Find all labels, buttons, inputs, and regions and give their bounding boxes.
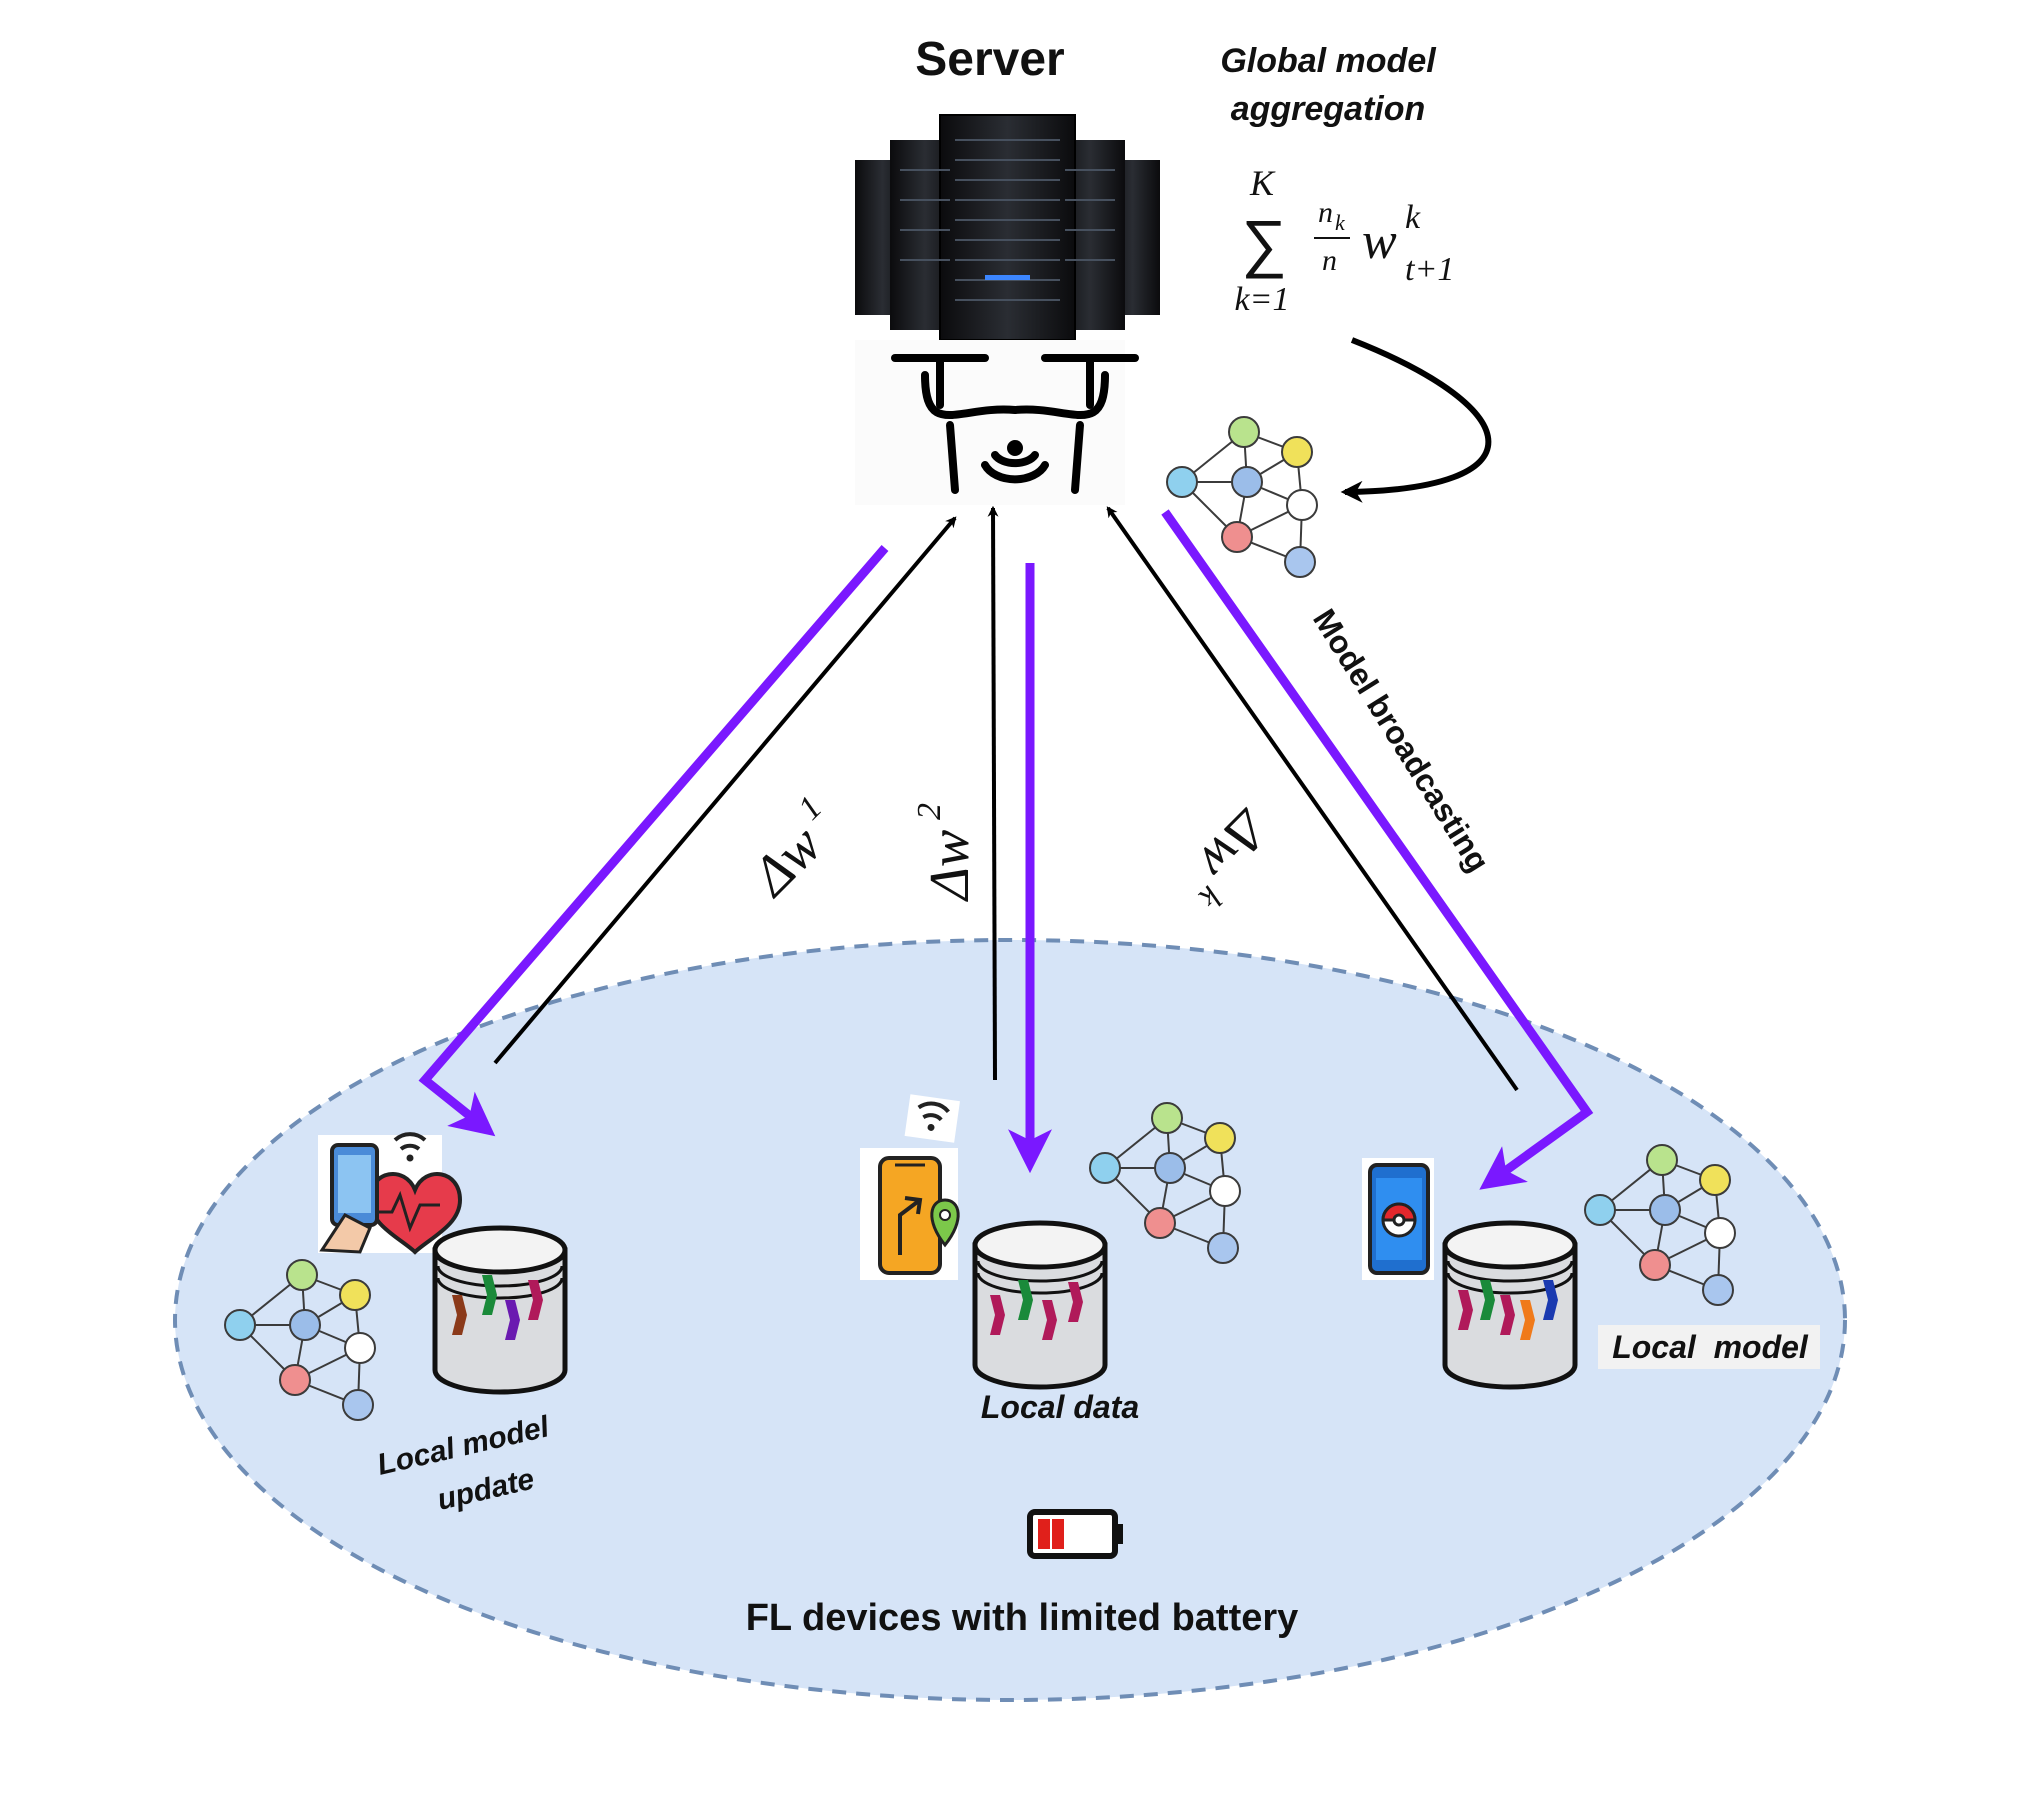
aggregation-formula: K ∑ k=1 n k n w k t+1 [1234, 163, 1454, 318]
game-phone-icon [1362, 1158, 1434, 1280]
formula-sigma: ∑ [1241, 207, 1287, 279]
formula-frac-den: n [1322, 244, 1337, 277]
broadcast-arrow-device-1 [418, 545, 889, 1137]
data-glyphs-device-k [1458, 1280, 1558, 1340]
data-glyphs-device-1 [452, 1275, 543, 1340]
battery-low-icon [1027, 1509, 1123, 1559]
delta-wk-label: Δw k [1186, 797, 1281, 916]
health-phone-icon [318, 1132, 463, 1255]
formula-lower: k=1 [1234, 281, 1289, 318]
aggregation-title-line2: aggregation [1231, 90, 1426, 128]
delta-w2-symbol: Δw [919, 830, 981, 902]
model-broadcasting-label: Model broadcasting [1306, 603, 1497, 878]
formula-frac-num-sub: k [1335, 210, 1346, 235]
drone-icon [855, 340, 1139, 505]
server-title: Server [915, 33, 1064, 86]
formula-frac-num: n [1318, 196, 1333, 229]
delta-w2-label: Δw 2 [911, 803, 981, 902]
delta-w1-symbol: Δw [739, 814, 834, 909]
aggregation-title-line1: Global model [1220, 42, 1437, 80]
delta-w1-label: Δw 1 [739, 789, 834, 909]
local-model-label: Local model [1612, 1329, 1809, 1365]
local-data-jar-device-1 [435, 1228, 565, 1392]
formula-upper: K [1249, 163, 1276, 203]
server-icon [855, 114, 1160, 341]
aggregation-arrow [1340, 337, 1492, 503]
broadcast-arrow-device-k [1161, 509, 1594, 1190]
upload-arrow-device-2 [987, 505, 999, 1081]
delta-w2-index: 2 [911, 803, 948, 820]
local-data-label: Local data [981, 1389, 1139, 1425]
formula-term: w [1362, 213, 1397, 270]
formula-term-sup: k [1405, 199, 1421, 236]
formula-term-sub: t+1 [1405, 251, 1454, 288]
navigation-phone-icon [860, 1148, 960, 1280]
upload-arrow-device-1 [493, 516, 957, 1065]
upload-arrow-device-k [1106, 506, 1519, 1092]
fl-devices-label: FL devices with limited battery [746, 1597, 1299, 1639]
data-glyphs-device-2 [990, 1280, 1083, 1340]
wifi-icon-device-2 [904, 1094, 960, 1143]
delta-wk-symbol: Δw [1186, 797, 1281, 892]
